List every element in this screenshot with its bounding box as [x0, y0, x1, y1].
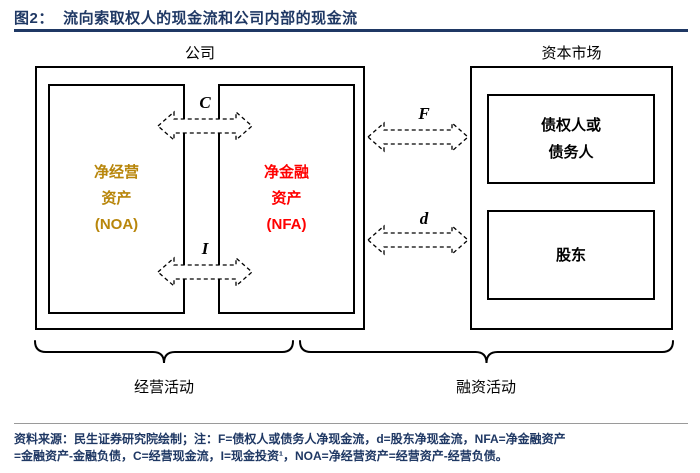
- financing-activities-brace: [299, 340, 674, 364]
- nfa-line-2: 资产: [271, 190, 302, 207]
- operating-activities-label: 经营活动: [133, 379, 194, 396]
- nfa-line-1: 净金融: [263, 164, 309, 181]
- capital-market-section-label: 资本市场: [541, 45, 602, 62]
- arrow-label-f: F: [417, 104, 430, 123]
- creditors-line-1: 债权人或: [540, 117, 601, 134]
- noa-line-3: (NOA): [94, 216, 139, 233]
- arrow-label-d: d: [420, 209, 429, 228]
- company-outer-box: [35, 66, 365, 330]
- shareholders-box: 股东: [487, 210, 655, 300]
- nfa-box: 净金融 资产 (NFA): [218, 84, 355, 314]
- figure-title: 图2： 流向索取权人的现金流和公司内部的现金流: [14, 10, 358, 27]
- noa-line-2: 资产: [101, 190, 132, 207]
- cash-flow-arrow-d: [367, 224, 469, 256]
- noa-box: 净经营 资产 (NOA): [48, 84, 185, 314]
- cash-flow-arrow-f: [367, 121, 469, 153]
- company-section-label: 公司: [184, 45, 215, 62]
- financing-activities-label: 融资活动: [455, 379, 516, 396]
- source-note-line-2: =金融资产-金融负债，C=经营现金流，I=现金投资¹，NOA=净经营资产=经营资…: [14, 449, 508, 463]
- shareholders-label: 股东: [555, 246, 586, 264]
- capital-market-outer-box: [470, 66, 673, 330]
- nfa-line-3: (NFA): [266, 216, 307, 233]
- noa-line-1: 净经营: [93, 164, 139, 181]
- creditors-box: 债权人或 债务人: [487, 94, 655, 184]
- title-underline: [14, 29, 688, 32]
- source-note-line-1: 资料来源：民生证券研究院绘制；注：F=债权人或债务人净现金流，d=股东净现金流，…: [14, 432, 566, 446]
- creditors-line-2: 债务人: [548, 144, 594, 161]
- footer-divider: [14, 423, 688, 424]
- operating-activities-brace: [34, 340, 294, 364]
